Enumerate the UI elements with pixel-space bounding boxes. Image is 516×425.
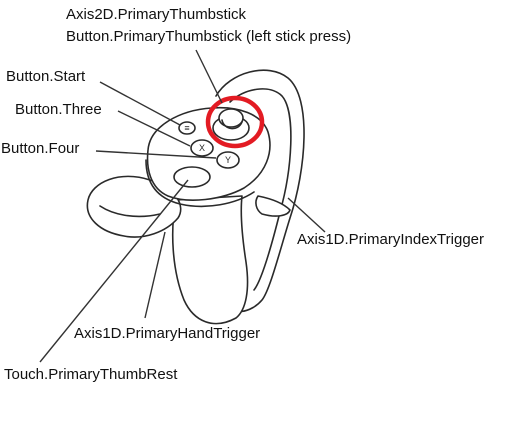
index-trigger-shape — [255, 195, 291, 217]
leader-thumbstick — [195, 49, 223, 104]
thumbstick-cap — [218, 108, 244, 128]
label-thumbstick-axis: Axis2D.PrimaryThumbstick — [66, 6, 247, 23]
leader-index-trigger — [287, 197, 326, 233]
leader-four — [95, 150, 217, 159]
leader-three — [117, 110, 191, 147]
controller-grip — [171, 195, 249, 325]
button-three-shape — [190, 139, 214, 157]
four-glyph: Y — [225, 155, 231, 165]
label-button-three: Button.Three — [15, 101, 102, 118]
label-thumbstick-press: Button.PrimaryThumbstick (left stick pre… — [66, 28, 352, 45]
three-glyph: X — [199, 143, 205, 153]
button-four-shape — [216, 151, 240, 169]
label-button-start: Button.Start — [6, 68, 86, 85]
thumbstick-highlight-circle — [205, 95, 265, 149]
tracking-ring-inner — [229, 88, 292, 291]
leader-thumb-rest — [39, 179, 189, 363]
label-index-trigger: Axis1D.PrimaryIndexTrigger — [297, 231, 484, 248]
label-hand-trigger: Axis1D.PrimaryHandTrigger — [74, 325, 261, 342]
label-thumb-rest: Touch.PrimaryThumbRest — [4, 366, 178, 383]
start-button-shape — [178, 121, 196, 135]
label-button-four: Button.Four — [1, 140, 80, 157]
leader-start — [99, 81, 181, 126]
thumb-rest — [173, 166, 211, 188]
start-glyph: ≡ — [184, 123, 189, 133]
leader-hand-trigger — [144, 231, 166, 319]
